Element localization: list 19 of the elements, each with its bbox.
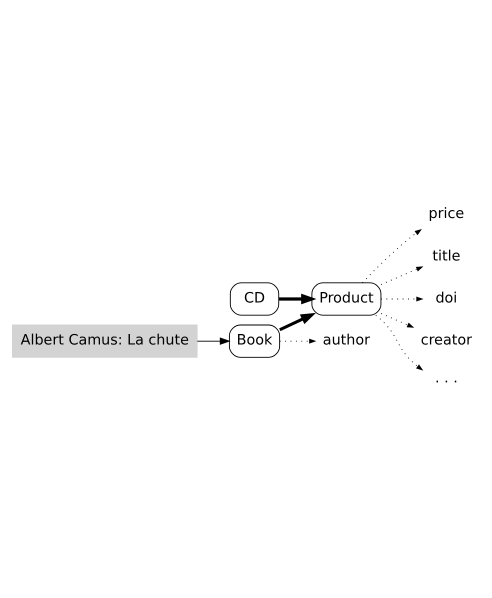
node-text: title xyxy=(432,248,460,264)
arrow xyxy=(362,228,422,284)
arrow xyxy=(279,338,316,344)
node-text: author xyxy=(322,332,370,349)
node-box: Book xyxy=(228,324,280,358)
node-text: price xyxy=(428,206,464,222)
arrow xyxy=(380,266,424,285)
node-box: CD xyxy=(230,282,280,316)
node-text: creator xyxy=(420,332,472,349)
node-box: Albert Camus: La chute xyxy=(12,324,198,358)
arrow xyxy=(279,312,316,332)
arrow xyxy=(380,313,414,328)
arrow xyxy=(380,296,424,302)
arrow xyxy=(278,294,316,304)
node-text: · · · xyxy=(434,374,458,391)
node-text: doi xyxy=(435,290,458,306)
arrow xyxy=(375,314,424,371)
arrow xyxy=(196,337,231,345)
node-box: Product xyxy=(311,282,382,316)
